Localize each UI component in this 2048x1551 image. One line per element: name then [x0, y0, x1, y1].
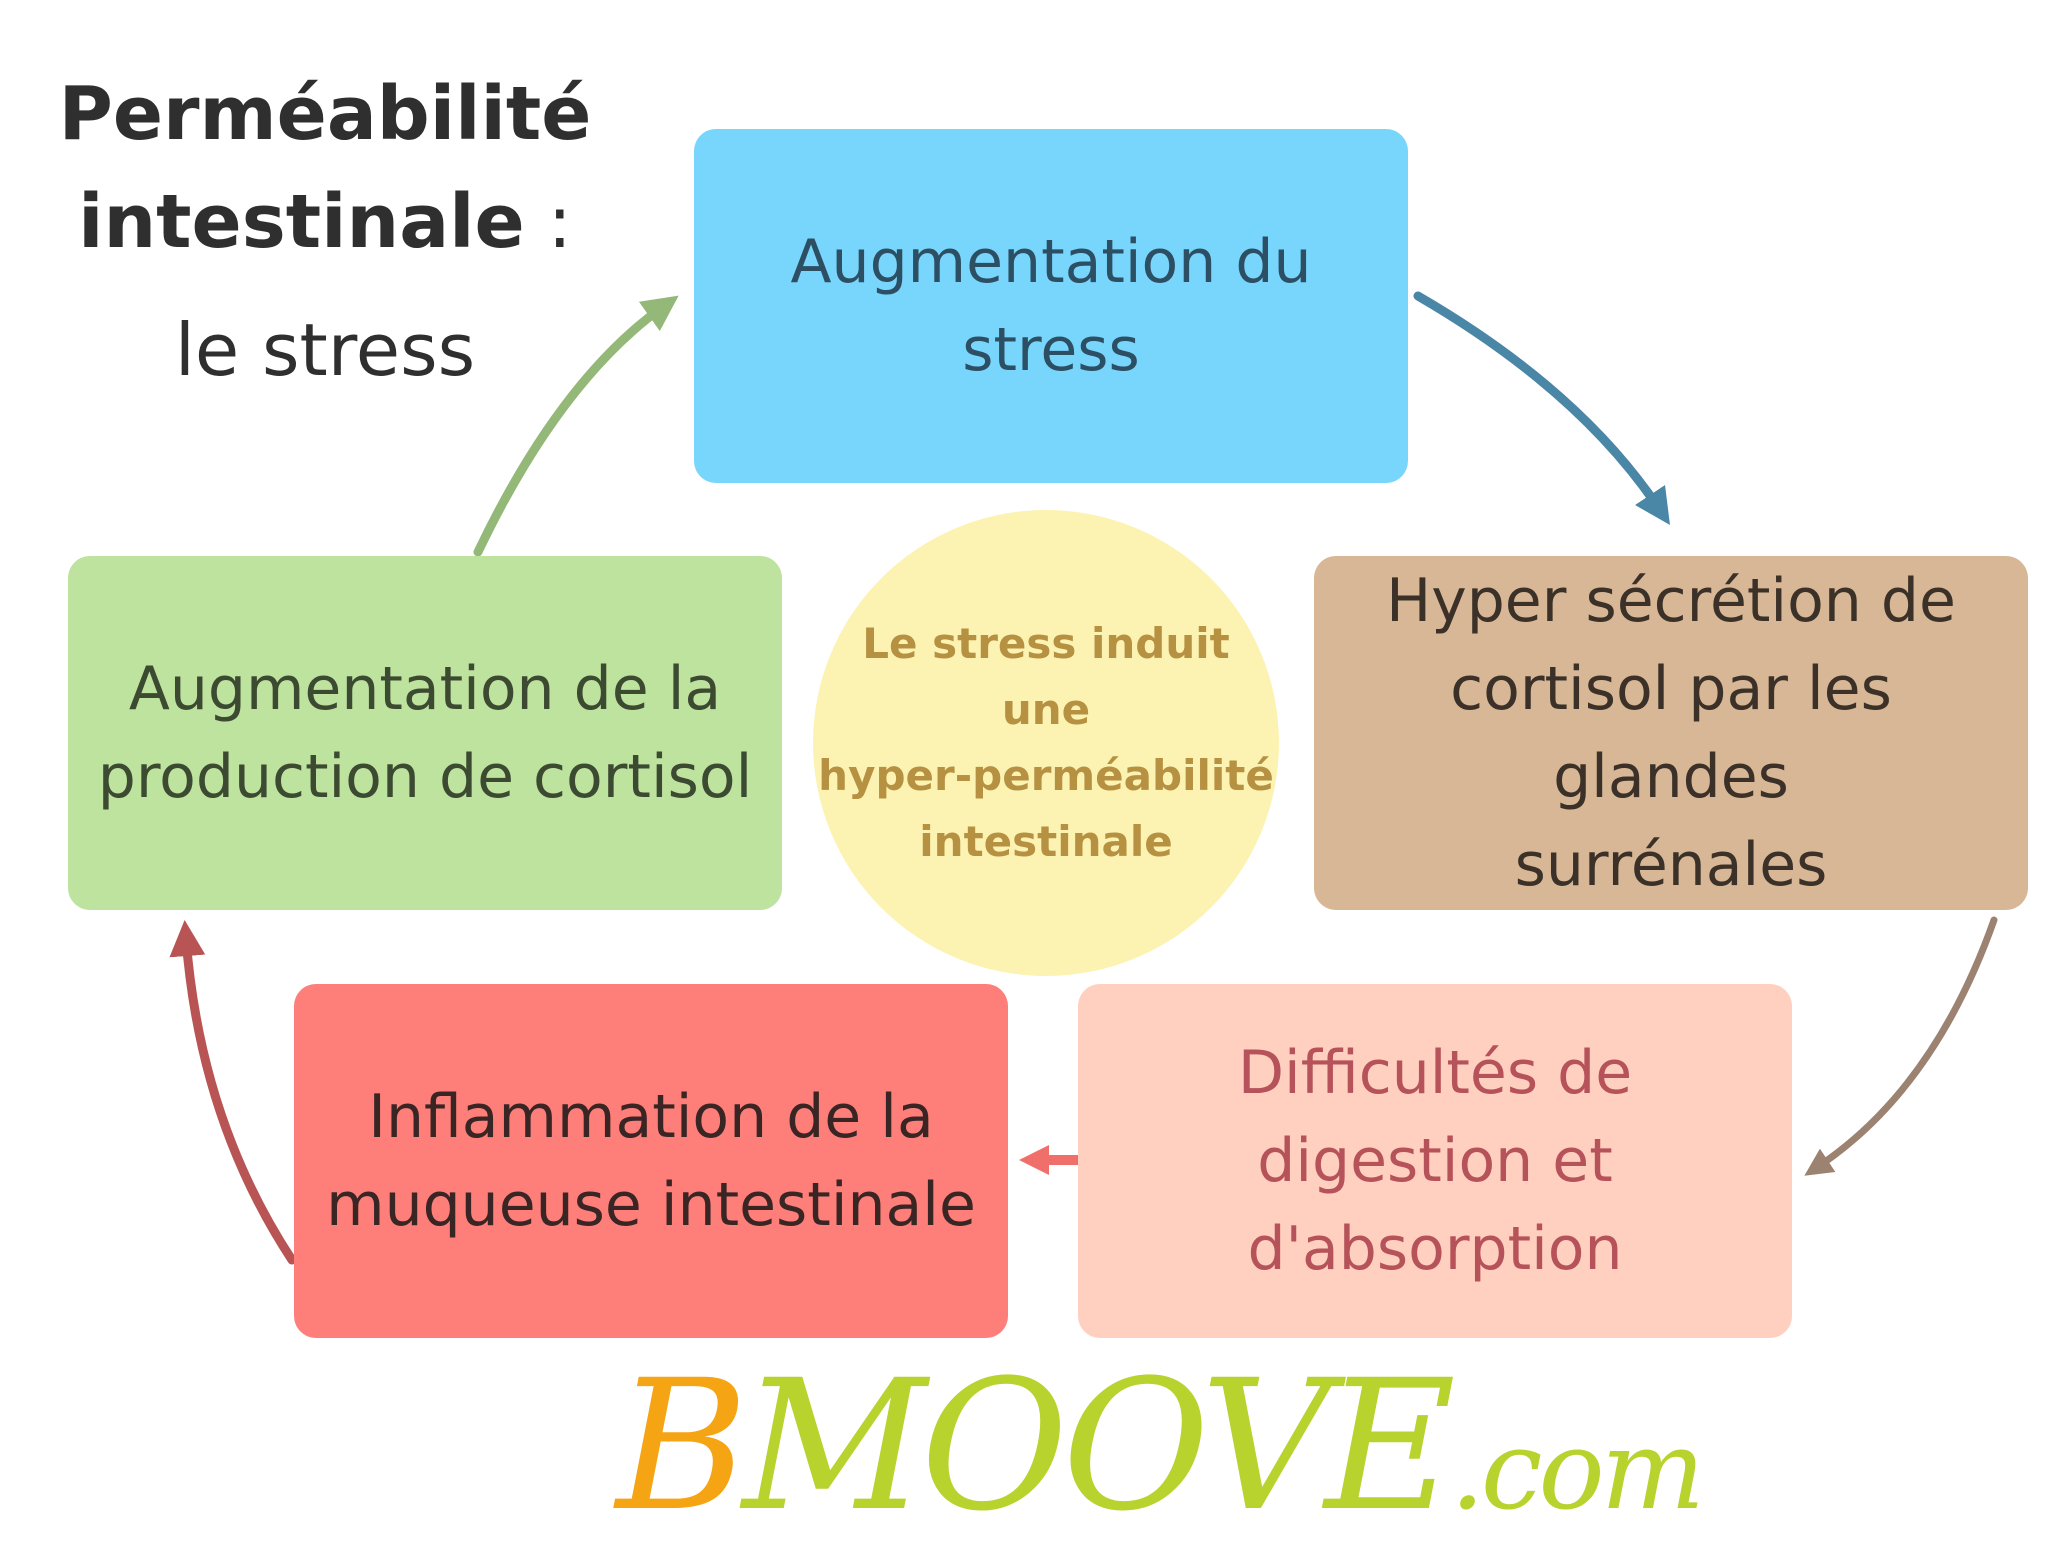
bmoove-logo: BMOOVE.com	[616, 1357, 1705, 1537]
title-line-3: le stress	[174, 308, 476, 392]
arrow-secretion-to-digestion	[1804, 916, 1998, 1176]
arrow-stress-to-secretion	[1413, 291, 1670, 525]
title-line-2-colon: :	[524, 180, 572, 264]
node-secretion-line-1: Hyper sécrétion de	[1386, 566, 1956, 636]
center-line-1: Le stress induit	[862, 619, 1230, 668]
node-secretion-line-2: cortisol par les glandes	[1450, 654, 1892, 812]
arrow-production-to-stress	[473, 295, 679, 557]
node-stress-increase: Augmentation du stress	[694, 129, 1408, 483]
node-production-line-1: Augmentation de la	[128, 654, 722, 724]
title-line-1: Perméabilité	[58, 71, 592, 157]
diagram-title: Perméabilité intestinale : le stress	[40, 60, 610, 404]
center-circle: Le stress induit une hyper-perméabilité …	[813, 510, 1279, 976]
logo-name: MOOVE	[742, 1342, 1456, 1551]
logo-domain: .com	[1449, 1406, 1705, 1534]
node-stress-line-2: stress	[962, 315, 1140, 385]
node-digestion-line-3: d'absorption	[1247, 1214, 1623, 1284]
center-line-3: hyper-perméabilité	[818, 751, 1274, 800]
node-inflammation-line-1: Inflammation de la	[368, 1082, 934, 1152]
logo-initial: B	[616, 1342, 748, 1551]
node-digestion-line-2: digestion et	[1257, 1126, 1613, 1196]
arrow-inflammation-to-production	[169, 920, 297, 1265]
node-stress-line-1: Augmentation du	[790, 227, 1312, 297]
node-mucosa-inflammation: Inflammation de la muqueuse intestinale	[294, 984, 1008, 1338]
title-line-2-bold: intestinale	[78, 179, 525, 265]
node-secretion-line-3: surrénales	[1514, 830, 1828, 900]
node-digestion-line-1: Difficultés de	[1237, 1038, 1633, 1108]
title-line-2: intestinale :	[40, 168, 610, 296]
node-inflammation-line-2: muqueuse intestinale	[326, 1170, 976, 1240]
node-cortisol-hypersecretion: Hyper sécrétion de cortisol par les glan…	[1314, 556, 2028, 910]
node-production-line-2: production de cortisol	[97, 742, 753, 812]
center-line-4: intestinale	[919, 817, 1173, 866]
node-cortisol-production: Augmentation de la production de cortiso…	[68, 556, 782, 910]
node-digestion-difficulties: Difficultés de digestion et d'absorption	[1078, 984, 1792, 1338]
center-line-2: une	[1001, 685, 1091, 734]
